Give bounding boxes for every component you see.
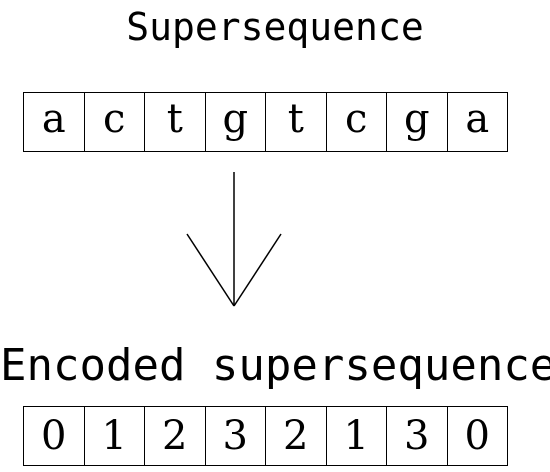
encoded-cell: 0 [24, 406, 85, 466]
supersequence-cell: t [266, 92, 327, 152]
encoded-cell: 3 [387, 406, 448, 466]
encoded-cell: 0 [447, 406, 508, 466]
encoded-cell: 3 [205, 406, 266, 466]
supersequence-cell: g [387, 92, 448, 152]
encoded-supersequence-title: Encoded supersequence [0, 340, 550, 391]
supersequence-cell: c [84, 92, 145, 152]
supersequence-cell: a [447, 92, 508, 152]
encoded-cell: 1 [326, 406, 387, 466]
encoded-cell: 2 [145, 406, 206, 466]
supersequence-row: a c t g t c g a [23, 92, 508, 152]
supersequence-cell: a [24, 92, 85, 152]
arrow-head-left [186, 233, 235, 307]
encoded-cell: 2 [266, 406, 327, 466]
supersequence-cell: g [205, 92, 266, 152]
encoded-cell: 1 [84, 406, 145, 466]
supersequence-title: Supersequence [126, 5, 424, 49]
supersequence-cell: c [326, 92, 387, 152]
supersequence-cell: t [145, 92, 206, 152]
encoded-supersequence-row: 0 1 2 3 2 1 3 0 [23, 406, 508, 466]
arrow-head-right [233, 233, 282, 307]
